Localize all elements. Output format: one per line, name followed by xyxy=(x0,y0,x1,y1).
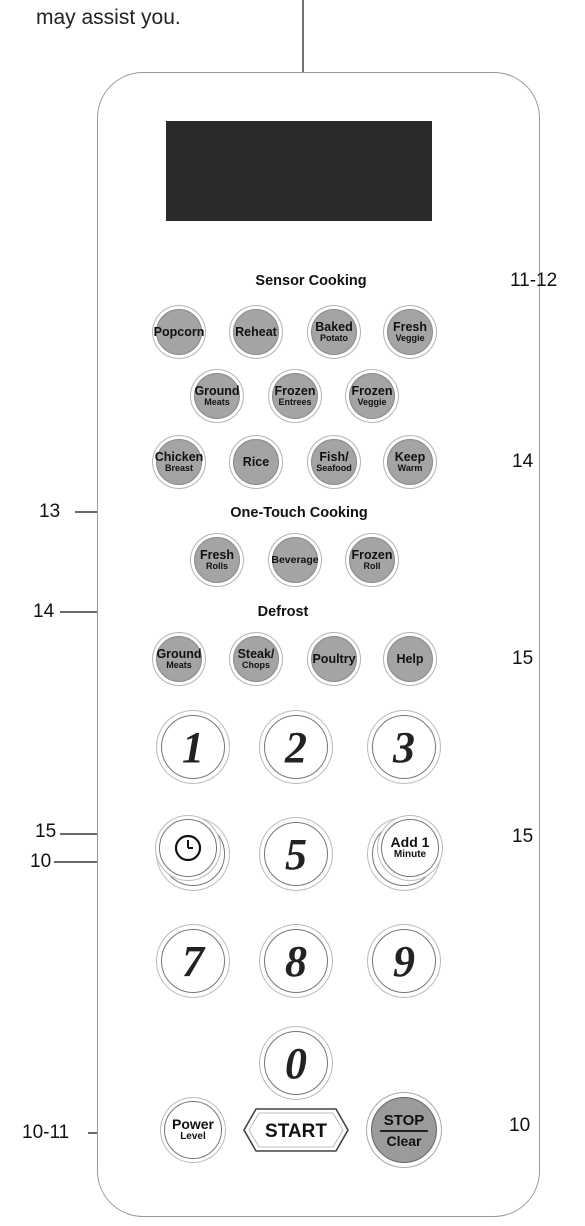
callout-stop: 10 xyxy=(509,1115,531,1136)
rice-button[interactable]: Rice xyxy=(233,439,279,485)
one-touch-cooking-label: One-Touch Cooking xyxy=(230,505,368,521)
clock-button[interactable] xyxy=(159,819,217,877)
clock-icon xyxy=(174,834,202,862)
callout-add-minute: 15 xyxy=(512,826,534,847)
steak-chops-button[interactable]: Steak/Chops xyxy=(233,636,279,682)
key-0[interactable]: 0 xyxy=(264,1031,328,1095)
start-button[interactable]: START xyxy=(242,1106,350,1154)
beverage-button[interactable]: Beverage xyxy=(271,537,319,583)
display-window xyxy=(166,121,432,221)
sensor-cooking-label: Sensor Cooking xyxy=(255,273,367,289)
callout-one-touch: 13 xyxy=(39,501,61,522)
key-3[interactable]: 3 xyxy=(372,715,436,779)
power-level-button[interactable]: Power Level xyxy=(164,1101,222,1159)
key-9[interactable]: 9 xyxy=(372,929,436,993)
stop-clear-button[interactable]: STOP Clear xyxy=(371,1097,437,1163)
key-8[interactable]: 8 xyxy=(264,929,328,993)
start-label: START xyxy=(265,1121,327,1142)
start-button-shape: START xyxy=(243,1108,349,1152)
popcorn-button[interactable]: Popcorn xyxy=(154,309,204,355)
key-2[interactable]: 2 xyxy=(264,715,328,779)
reheat-button[interactable]: Reheat xyxy=(233,309,279,355)
defrost-label: Defrost xyxy=(257,604,309,620)
callout-defrost: 14 xyxy=(33,601,55,622)
callout-clock-bottom: 10 xyxy=(30,851,52,872)
add-one-minute-button[interactable]: Add 1 Minute xyxy=(381,819,439,877)
key-5[interactable]: 5 xyxy=(264,822,328,886)
callout-power-level: 10-11 xyxy=(22,1122,70,1143)
callout-keep-warm: 14 xyxy=(512,451,534,472)
callout-sensor: 11-12 xyxy=(510,270,558,291)
fish-seafood-button[interactable]: Fish/Seafood xyxy=(311,439,357,485)
callout-clock-top: 15 xyxy=(35,821,57,842)
key-7[interactable]: 7 xyxy=(161,929,225,993)
key-1[interactable]: 1 xyxy=(161,715,225,779)
callout-help: 15 xyxy=(512,648,534,669)
poultry-button[interactable]: Poultry xyxy=(311,636,357,682)
intro-text: may assist you. xyxy=(36,6,181,29)
help-button[interactable]: Help xyxy=(387,636,433,682)
